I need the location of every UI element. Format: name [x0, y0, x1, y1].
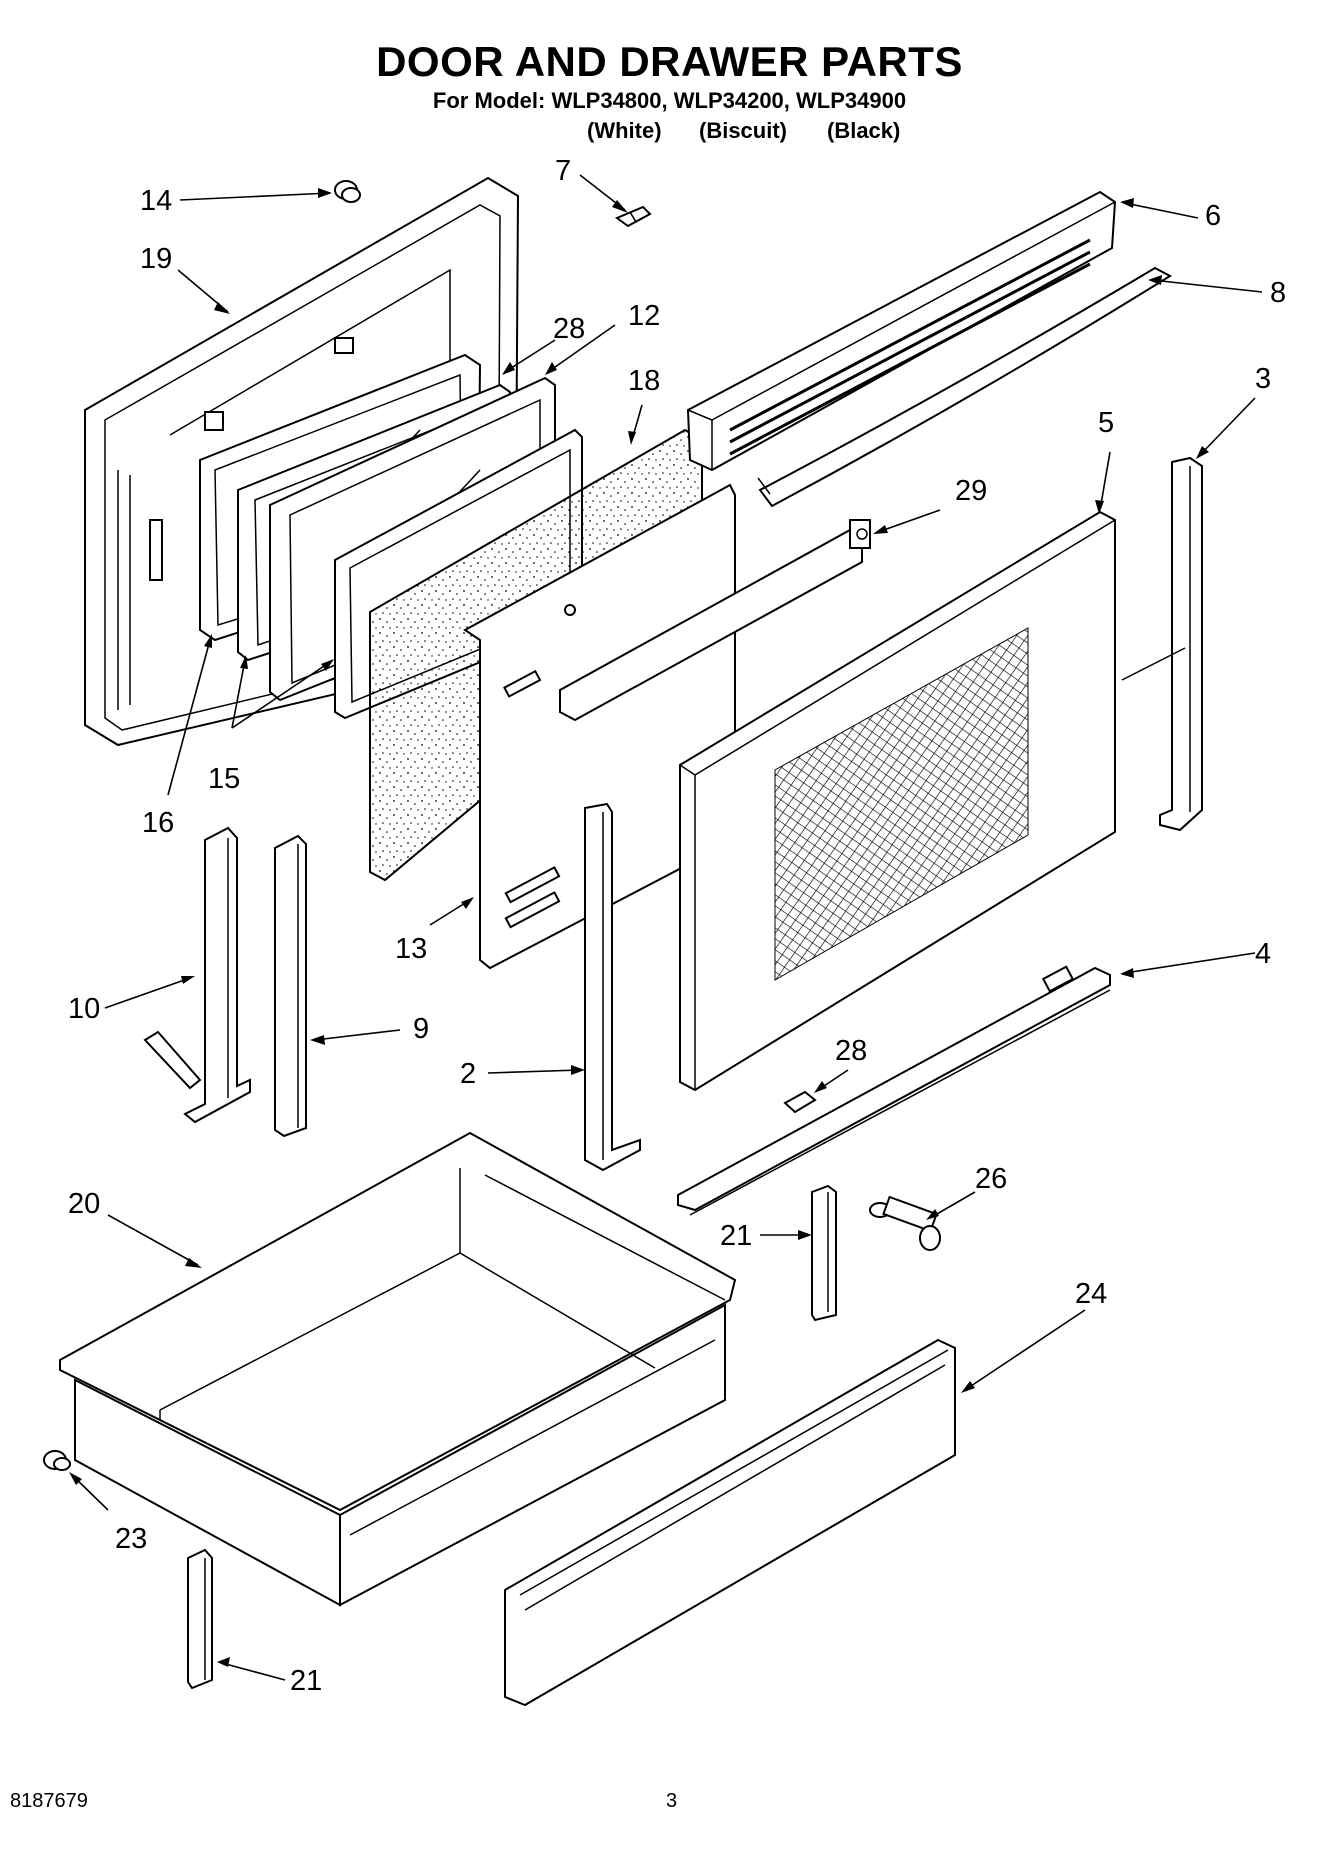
callout-24: 24	[1075, 1278, 1107, 1310]
variant-biscuit: (Biscuit)	[699, 118, 787, 143]
drawer-bumper-23	[43, 1450, 71, 1471]
callout-21-right: 21	[720, 1220, 752, 1252]
model-list: For Model: WLP34800, WLP34200, WLP34900	[432, 88, 907, 113]
callout-28-top: 28	[553, 313, 585, 345]
callout-16: 16	[142, 807, 174, 839]
callout-numbers: 14 19 7 6 8 28 12 18 3 5 29 15 16 10 9 1…	[68, 155, 1286, 1697]
callout-23: 23	[115, 1523, 147, 1555]
callout-13: 13	[395, 933, 427, 965]
callout-28-bottom: 28	[835, 1035, 867, 1067]
oven-door-glass-5	[679, 510, 1116, 1092]
door-bracket-29	[559, 519, 871, 722]
callout-5: 5	[1098, 407, 1114, 439]
page-title: DOOR AND DRAWER PARTS	[376, 38, 963, 85]
callout-29: 29	[955, 475, 987, 507]
door-side-trim-9	[274, 834, 307, 1138]
drawer-slide-21-left	[187, 1548, 213, 1690]
page-number: 3	[666, 1790, 678, 1812]
callout-8: 8	[1270, 277, 1286, 309]
callout-21-left: 21	[290, 1665, 322, 1697]
callout-2: 2	[460, 1058, 476, 1090]
storage-drawer-20	[59, 1131, 737, 1607]
door-side-rail-10	[143, 826, 251, 1124]
callout-10: 10	[68, 993, 100, 1025]
callout-20: 20	[68, 1188, 100, 1220]
door-bumper-14	[334, 180, 361, 203]
callout-9: 9	[413, 1013, 429, 1045]
door-side-rail-3	[1121, 456, 1203, 832]
door-bottom-trim-4	[677, 965, 1111, 1216]
callout-7: 7	[555, 155, 571, 187]
vent-trim-6	[686, 190, 1117, 472]
callout-18: 18	[628, 365, 660, 397]
hinge-clip-7	[614, 205, 652, 228]
door-clip-28	[783, 1090, 817, 1114]
variant-black: (Black)	[827, 118, 901, 143]
callout-19: 19	[140, 243, 172, 275]
drawer-roller-26	[869, 1195, 941, 1251]
drawer-front-panel-24	[504, 1338, 956, 1707]
drawer-slide-21-right	[811, 1184, 837, 1322]
variant-white: (White)	[587, 118, 662, 143]
door-handle-8	[757, 266, 1173, 508]
callout-26: 26	[975, 1163, 1007, 1195]
document-number: 8187679	[10, 1790, 88, 1812]
callout-6: 6	[1205, 200, 1221, 232]
callout-15: 15	[208, 763, 240, 795]
callout-4: 4	[1255, 938, 1271, 970]
door-side-channel-2	[584, 802, 641, 1172]
callout-14: 14	[140, 185, 172, 217]
callout-3: 3	[1255, 363, 1271, 395]
callout-leaders	[69, 174, 1263, 1681]
callout-12: 12	[628, 300, 660, 332]
